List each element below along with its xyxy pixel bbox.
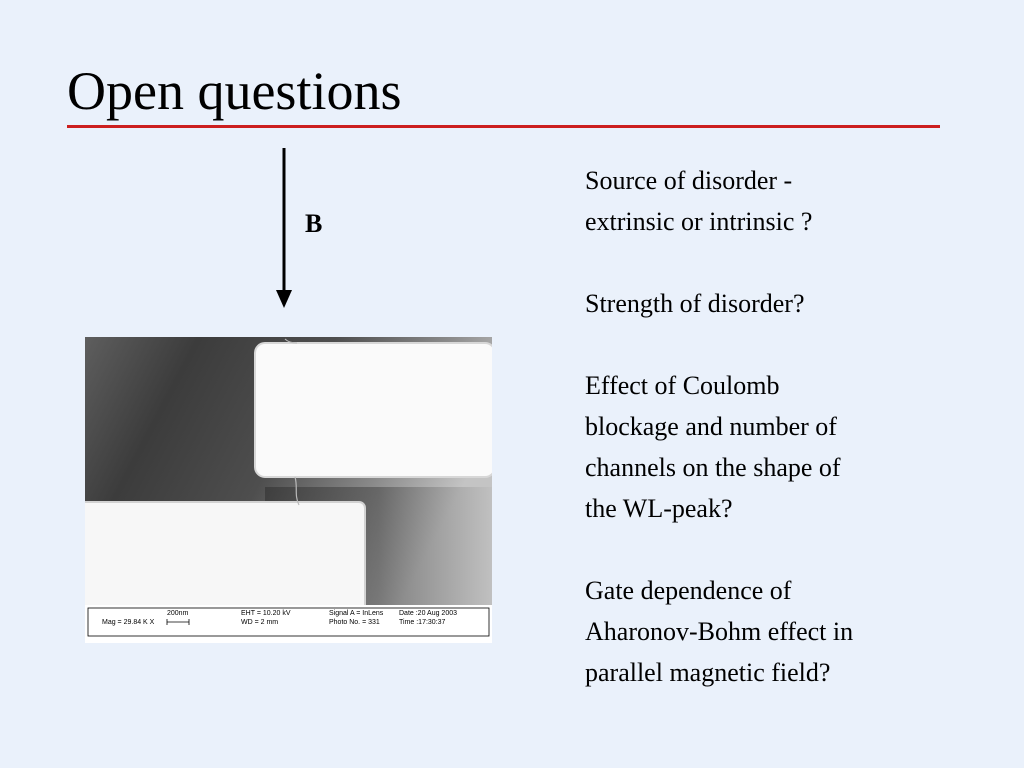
sem-photo-number: Photo No. = 331: [329, 619, 380, 626]
sem-time: Time :17:30:37: [399, 619, 446, 626]
sem-eht: EHT = 10.20 kV: [241, 610, 291, 617]
title-divider: [67, 125, 940, 128]
question-item: Strength of disorder?: [585, 289, 805, 318]
question-item: Source of disorder - extrinsic or intrin…: [585, 166, 813, 236]
question-item: Gate dependence of Aharonov-Bohm effect …: [585, 576, 854, 687]
sem-date: Date :20 Aug 2003: [399, 610, 457, 617]
down-arrow-icon: [276, 148, 292, 308]
magnetic-field-label: B: [305, 209, 323, 238]
sem-working-distance: WD = 2 mm: [241, 619, 278, 626]
open-questions-list: Source of disorder - extrinsic or intrin…: [585, 160, 965, 693]
sem-magnification: Mag = 29.84 K X: [102, 619, 155, 626]
sem-scale-bar-label: 200nm: [167, 610, 189, 617]
sem-signal: Signal A = InLens: [329, 610, 384, 617]
question-item: Effect of Coulomb blockage and number of…: [585, 371, 841, 523]
slide-title: Open questions: [67, 61, 402, 121]
sem-micrograph: Mag = 29.84 K X 200nm EHT = 10.20 kV WD …: [85, 337, 492, 643]
